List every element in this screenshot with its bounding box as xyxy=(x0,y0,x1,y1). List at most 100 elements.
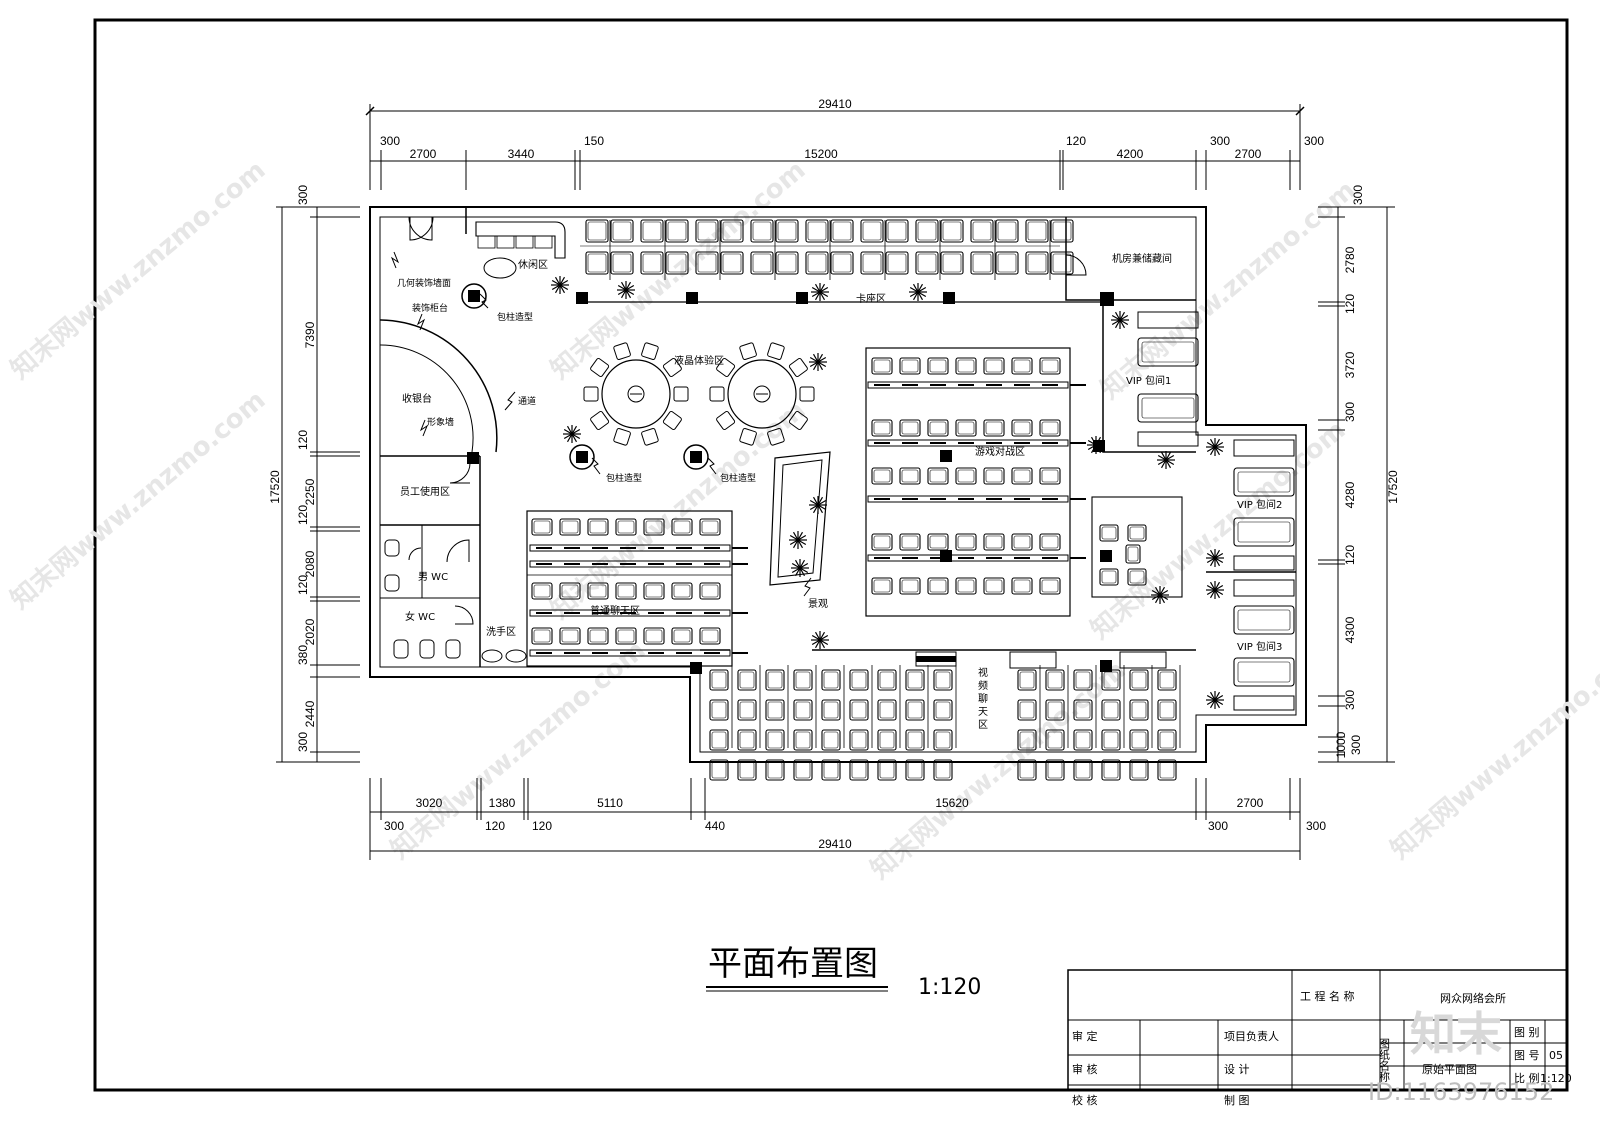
game-seat-cushion xyxy=(873,469,891,483)
zone-washing: 洗手区 xyxy=(486,625,516,638)
video-seat xyxy=(1157,729,1177,751)
game-seat xyxy=(1039,533,1061,551)
video-seat-cushion xyxy=(1047,671,1063,689)
video-seat-cushion xyxy=(935,731,951,749)
booth-seat xyxy=(1050,219,1074,243)
game-seat xyxy=(1011,533,1033,551)
chat-seat-cushion xyxy=(533,629,551,643)
booth-seat xyxy=(610,251,634,275)
video-seat xyxy=(709,759,729,781)
game-area-seating xyxy=(865,347,1183,617)
video-seat xyxy=(1045,699,1065,721)
round-chair xyxy=(583,386,599,402)
round-chair xyxy=(590,411,610,430)
booth-seat-cushion xyxy=(862,253,882,273)
video-seat-cushion xyxy=(739,731,755,749)
booth-seat xyxy=(610,219,634,243)
round-chair xyxy=(739,342,757,361)
video-seat xyxy=(849,669,869,691)
booth-seat xyxy=(665,251,689,275)
chat-seat xyxy=(531,518,553,536)
video-seat-cushion xyxy=(1159,701,1175,719)
video-seat xyxy=(793,669,813,691)
drawing-title: 平面布置图 xyxy=(708,944,878,984)
chat-desk xyxy=(529,544,731,552)
note-deco-cabinet: 装饰柜台 xyxy=(412,302,448,314)
dim-left-300b: 300 xyxy=(296,732,310,752)
dim-top-2700a: 2700 xyxy=(410,147,437,161)
tb-category: 图 别 xyxy=(1514,1026,1540,1039)
video-seat xyxy=(933,729,953,751)
game-seat-cushion xyxy=(1013,535,1031,549)
video-seat-cushion xyxy=(711,701,727,719)
video-seat-cushion xyxy=(1131,671,1147,689)
dim-right-4300: 4300 xyxy=(1343,616,1357,643)
game-seat xyxy=(927,577,949,595)
plant-icon xyxy=(809,353,827,371)
tb-design: 设 计 xyxy=(1224,1063,1250,1076)
chat-seat-cushion xyxy=(617,629,635,643)
booth-seat xyxy=(1050,251,1074,275)
chat-seat xyxy=(699,518,721,536)
note-passage: 通道 xyxy=(518,395,536,407)
video-seat-cushion xyxy=(851,671,867,689)
chat-seat-cushion xyxy=(645,584,663,598)
video-seat xyxy=(1101,759,1121,781)
booth-seat-cushion xyxy=(972,253,992,273)
game-seat-cushion xyxy=(985,579,1003,593)
chat-seat xyxy=(671,627,693,645)
booth-seat xyxy=(640,219,664,243)
round-chair xyxy=(739,427,757,446)
game-seat-cushion xyxy=(1041,359,1059,373)
video-seat-cushion xyxy=(767,761,783,779)
tb-number: 05 xyxy=(1549,1049,1563,1062)
potted-plants xyxy=(551,276,1224,709)
video-planter xyxy=(1009,651,1057,669)
rest-seat-cushion xyxy=(1129,526,1145,540)
vip-sofa-cushion xyxy=(1141,341,1195,363)
zone-booth: 卡座区 xyxy=(856,292,886,305)
right-dimensions: 17520 300 2780 120 3720 300 4280 120 430… xyxy=(1318,185,1400,763)
video-seat-cushion xyxy=(795,731,811,749)
game-seat xyxy=(983,533,1005,551)
dim-bottom-2700: 2700 xyxy=(1237,796,1264,810)
chat-seat-cushion xyxy=(533,520,551,534)
game-seat xyxy=(927,357,949,375)
booth-seat xyxy=(970,251,994,275)
dim-right-300a: 300 xyxy=(1351,185,1365,205)
booth-seat xyxy=(805,219,829,243)
dim-right-120b: 120 xyxy=(1343,545,1357,565)
booth-seat xyxy=(860,219,884,243)
video-seat-cushion xyxy=(851,731,867,749)
video-seat xyxy=(765,729,785,751)
booth-seat-cushion xyxy=(667,221,687,241)
dim-top-300a: 300 xyxy=(380,134,400,148)
chat-seat xyxy=(559,582,581,600)
plant-icon xyxy=(789,531,807,549)
video-seat xyxy=(1045,759,1065,781)
round-table-left xyxy=(601,359,671,429)
booth-seat xyxy=(1025,219,1049,243)
booth-seat xyxy=(720,251,744,275)
dim-top-4200: 4200 xyxy=(1117,147,1144,161)
video-seat xyxy=(821,699,841,721)
game-seat-cushion xyxy=(957,421,975,435)
zone-staff: 员工使用区 xyxy=(400,485,450,498)
vip-tv-cabinet xyxy=(1233,439,1295,457)
zone-rest: 休闲区 xyxy=(518,258,548,271)
video-label-char: 区 xyxy=(978,719,988,731)
game-seat-cushion xyxy=(873,579,891,593)
plant-icon xyxy=(563,425,581,443)
game-seat-cushion xyxy=(985,421,1003,435)
video-seat-cushion xyxy=(795,701,811,719)
video-seat-cushion xyxy=(767,671,783,689)
vip-sofa-cushion xyxy=(1237,609,1291,631)
booth-seat xyxy=(720,219,744,243)
vip-sofa-cushion xyxy=(1237,521,1291,543)
video-seat-cushion xyxy=(851,701,867,719)
booth-seat-cushion xyxy=(752,253,772,273)
plant-icon xyxy=(617,281,635,299)
booth-seat-cushion xyxy=(807,221,827,241)
video-seat-cushion xyxy=(1159,761,1175,779)
booth-seat xyxy=(665,219,689,243)
